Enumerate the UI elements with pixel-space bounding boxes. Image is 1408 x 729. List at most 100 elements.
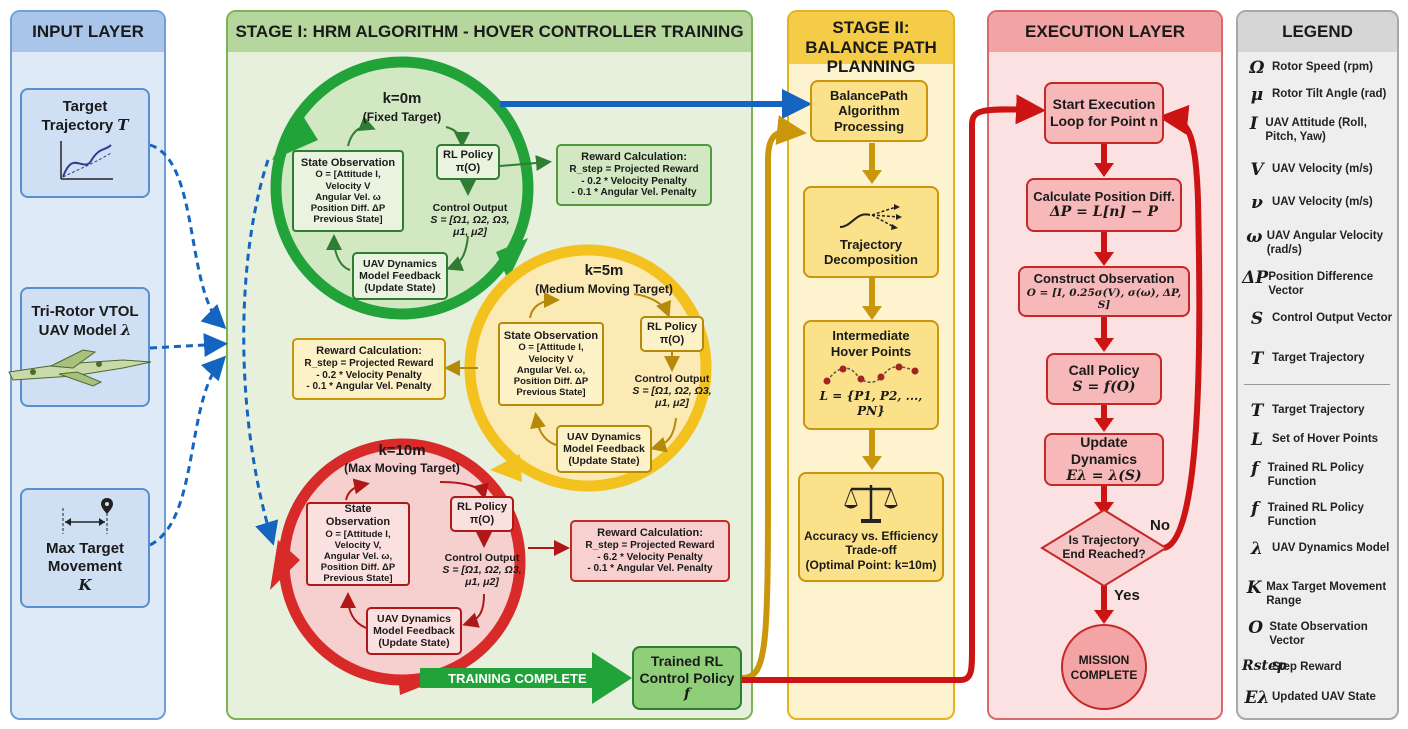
input-target-trajectory[interactable]: Target Trajectory T <box>20 88 150 198</box>
decomp-l1: Trajectory <box>839 236 903 252</box>
legend-symbol: f <box>1251 459 1259 479</box>
loop3-dyn-l2: Model Feedback <box>373 624 455 637</box>
loop2-rl-policy[interactable]: RL Policy π(O) <box>640 316 704 352</box>
loop2-state-l1: O = [Attitude I, <box>518 342 584 354</box>
loop3-state-l3: Angular Vel. ω, <box>323 551 393 563</box>
stage1-header: STAGE I: HRM ALGORITHM - HOVER CONTROLLE… <box>228 12 751 52</box>
loop3-uav-dynamics[interactable]: UAV Dynamics Model Feedback (Update Stat… <box>366 607 462 655</box>
legend-symbol: λ <box>1251 539 1263 559</box>
trajectory-decomposition[interactable]: Trajectory Decomposition <box>803 186 939 278</box>
legend-text: UAV Attitude (Roll, Pitch, Yaw) <box>1265 117 1367 144</box>
call-policy[interactable]: Call Policy S = f(O) <box>1046 353 1162 405</box>
loop1-uav-dynamics[interactable]: UAV Dynamics Model Feedback (Update Stat… <box>352 252 448 300</box>
loop3-state-observation[interactable]: State Observation O = [Attitude I, Veloc… <box>306 502 410 586</box>
start-l2: Loop for Point n <box>1049 113 1159 129</box>
update-dynamics[interactable]: Update Dynamics Eλ = λ(S) <box>1044 433 1164 486</box>
loop1-control-title: Control Output <box>432 202 508 214</box>
loop2-uav-dynamics[interactable]: UAV Dynamics Model Feedback (Update Stat… <box>556 425 652 473</box>
loop3-dyn-l3: (Update State) <box>378 637 450 650</box>
loop3-policy-label: RL Policy <box>457 501 507 514</box>
tradeoff-l3: (Optimal Point: k=10m) <box>805 557 937 572</box>
hover-formula: L = {P1, P2, ..., PN} <box>819 389 923 418</box>
loop1-title: k=0m <box>382 90 422 107</box>
legend-symbol: L <box>1251 430 1263 450</box>
call-l1: Call Policy <box>1068 362 1140 379</box>
legend-symbol: K <box>1246 578 1262 598</box>
loop2-state-observation[interactable]: State Observation O = [Attitude I, Veloc… <box>498 322 604 406</box>
input-uav-model[interactable]: Tri-Rotor VTOL UAV Model λ <box>8 287 152 407</box>
legend-text: Target Trajectory <box>1272 352 1365 364</box>
legend-text: UAV Velocity (m/s) <box>1272 163 1373 175</box>
reward2-l2: - 0.2 * Velocity Penalty <box>316 369 422 381</box>
loop1-policy-label: RL Policy <box>443 149 493 162</box>
accuracy-efficiency-tradeoff[interactable]: Accuracy vs. Efficiency Trade-off (Optim… <box>798 472 944 582</box>
legend-text: UAV Velocity (m/s) <box>1272 196 1373 208</box>
loop3-policy-fn: π(O) <box>469 514 495 526</box>
calc-l1: Calculate Position Diff. <box>1033 188 1175 204</box>
calculate-position-diff[interactable]: Calculate Position Diff. ΔP = L[n] − P <box>1026 178 1182 232</box>
reward-calc-1[interactable]: Reward Calculation: R_step = Projected R… <box>556 144 712 206</box>
loop1-policy-fn: π(O) <box>455 162 481 174</box>
loop1-state-l4: Position Diff. ΔP <box>310 202 386 214</box>
start-l1: Start Execution <box>1052 96 1156 113</box>
start-execution-loop[interactable]: Start Execution Loop for Point n <box>1044 82 1164 144</box>
reward-calc-2[interactable]: Reward Calculation: R_step = Projected R… <box>292 338 446 400</box>
mission-complete-text: MISSION COMPLETE <box>1064 653 1144 683</box>
loop2-dyn-l1: UAV Dynamics <box>567 430 641 443</box>
loop3-rl-policy[interactable]: RL Policy π(O) <box>450 496 514 532</box>
reward1-l2: - 0.2 * Velocity Penalty <box>581 175 687 187</box>
loop2-state-l2: Velocity V <box>528 353 574 365</box>
trained-policy-l1: Trained RL <box>650 652 724 669</box>
loop1-state-l5: Previous State] <box>313 214 383 226</box>
legend-text: Max Target Movement Range <box>1266 581 1387 608</box>
stage2-header: STAGE II: BALANCE PATH PLANNING <box>789 12 953 76</box>
maxmove-symbol: K <box>78 576 92 594</box>
reward3-l3: - 0.1 * Angular Vel. Penalty <box>587 563 713 575</box>
legend-text: State Observation Vector <box>1269 621 1368 648</box>
loop1-rl-policy[interactable]: RL Policy π(O) <box>436 144 500 180</box>
tradeoff-l1: Accuracy vs. Efficiency <box>803 528 939 543</box>
loop1-dyn-l2: Model Feedback <box>359 269 441 282</box>
reward3-l2: - 6.2 * Velocity Penalty <box>597 551 703 563</box>
loop1-state-title: State Observation <box>300 156 396 169</box>
loop2-dyn-l2: Model Feedback <box>563 442 645 455</box>
construct-observation[interactable]: Construct Observation O = [I, 0.25σ(V), … <box>1018 266 1190 317</box>
balancepath-algorithm[interactable]: BalancePath Algorithm Processing <box>810 80 928 142</box>
loop1-dyn-l1: UAV Dynamics <box>363 257 437 270</box>
legend-text: Control Output Vector <box>1272 312 1393 324</box>
reward-calc-3[interactable]: Reward Calculation: R_step = Projected R… <box>570 520 730 582</box>
uav-label-row: UAV Model λ <box>39 321 132 340</box>
input-layer-header: INPUT LAYER <box>12 12 164 52</box>
hover-l1: Intermediate <box>832 328 910 343</box>
uav-symbol: λ <box>120 321 132 339</box>
loop1-control-output: Control Output S = [Ω1, Ω2, Ω3, μ1, μ2] <box>424 202 516 238</box>
uav-label-1: Tri-Rotor VTOL <box>31 303 139 320</box>
legend-symbol: Rstep <box>1242 658 1287 674</box>
reward1-l1: R_step = Projected Reward <box>569 164 699 176</box>
loop3-state-l5: Previous State] <box>323 573 393 585</box>
loop2-policy-label: RL Policy <box>647 321 697 334</box>
legend-text: Rotor Tilt Angle (rad) <box>1272 88 1387 100</box>
input-max-target-movement[interactable]: Max Target Movement K <box>20 488 150 608</box>
loop2-control-fn2: μ1, μ2] <box>655 397 689 410</box>
target-label-row: Trajectory T <box>41 116 128 135</box>
loop2-state-l3: Angular Vel. ω, <box>516 364 586 376</box>
intermediate-hover-points[interactable]: Intermediate Hover Points L = {P1, P2, .… <box>803 320 939 430</box>
loop1-state-observation[interactable]: State Observation O = [Attitude I, Veloc… <box>292 150 404 232</box>
loop2-policy-fn: π(O) <box>659 334 685 346</box>
loop3-dyn-l1: UAV Dynamics <box>377 612 451 625</box>
decomposition-icon <box>839 203 902 230</box>
input-arrows <box>149 143 279 547</box>
decision-text[interactable]: Is Trajectory End Reached? <box>1054 533 1154 562</box>
trained-rl-policy[interactable]: Trained RL Control Policy f <box>632 646 742 710</box>
legend-symbol: ω <box>1246 227 1263 247</box>
